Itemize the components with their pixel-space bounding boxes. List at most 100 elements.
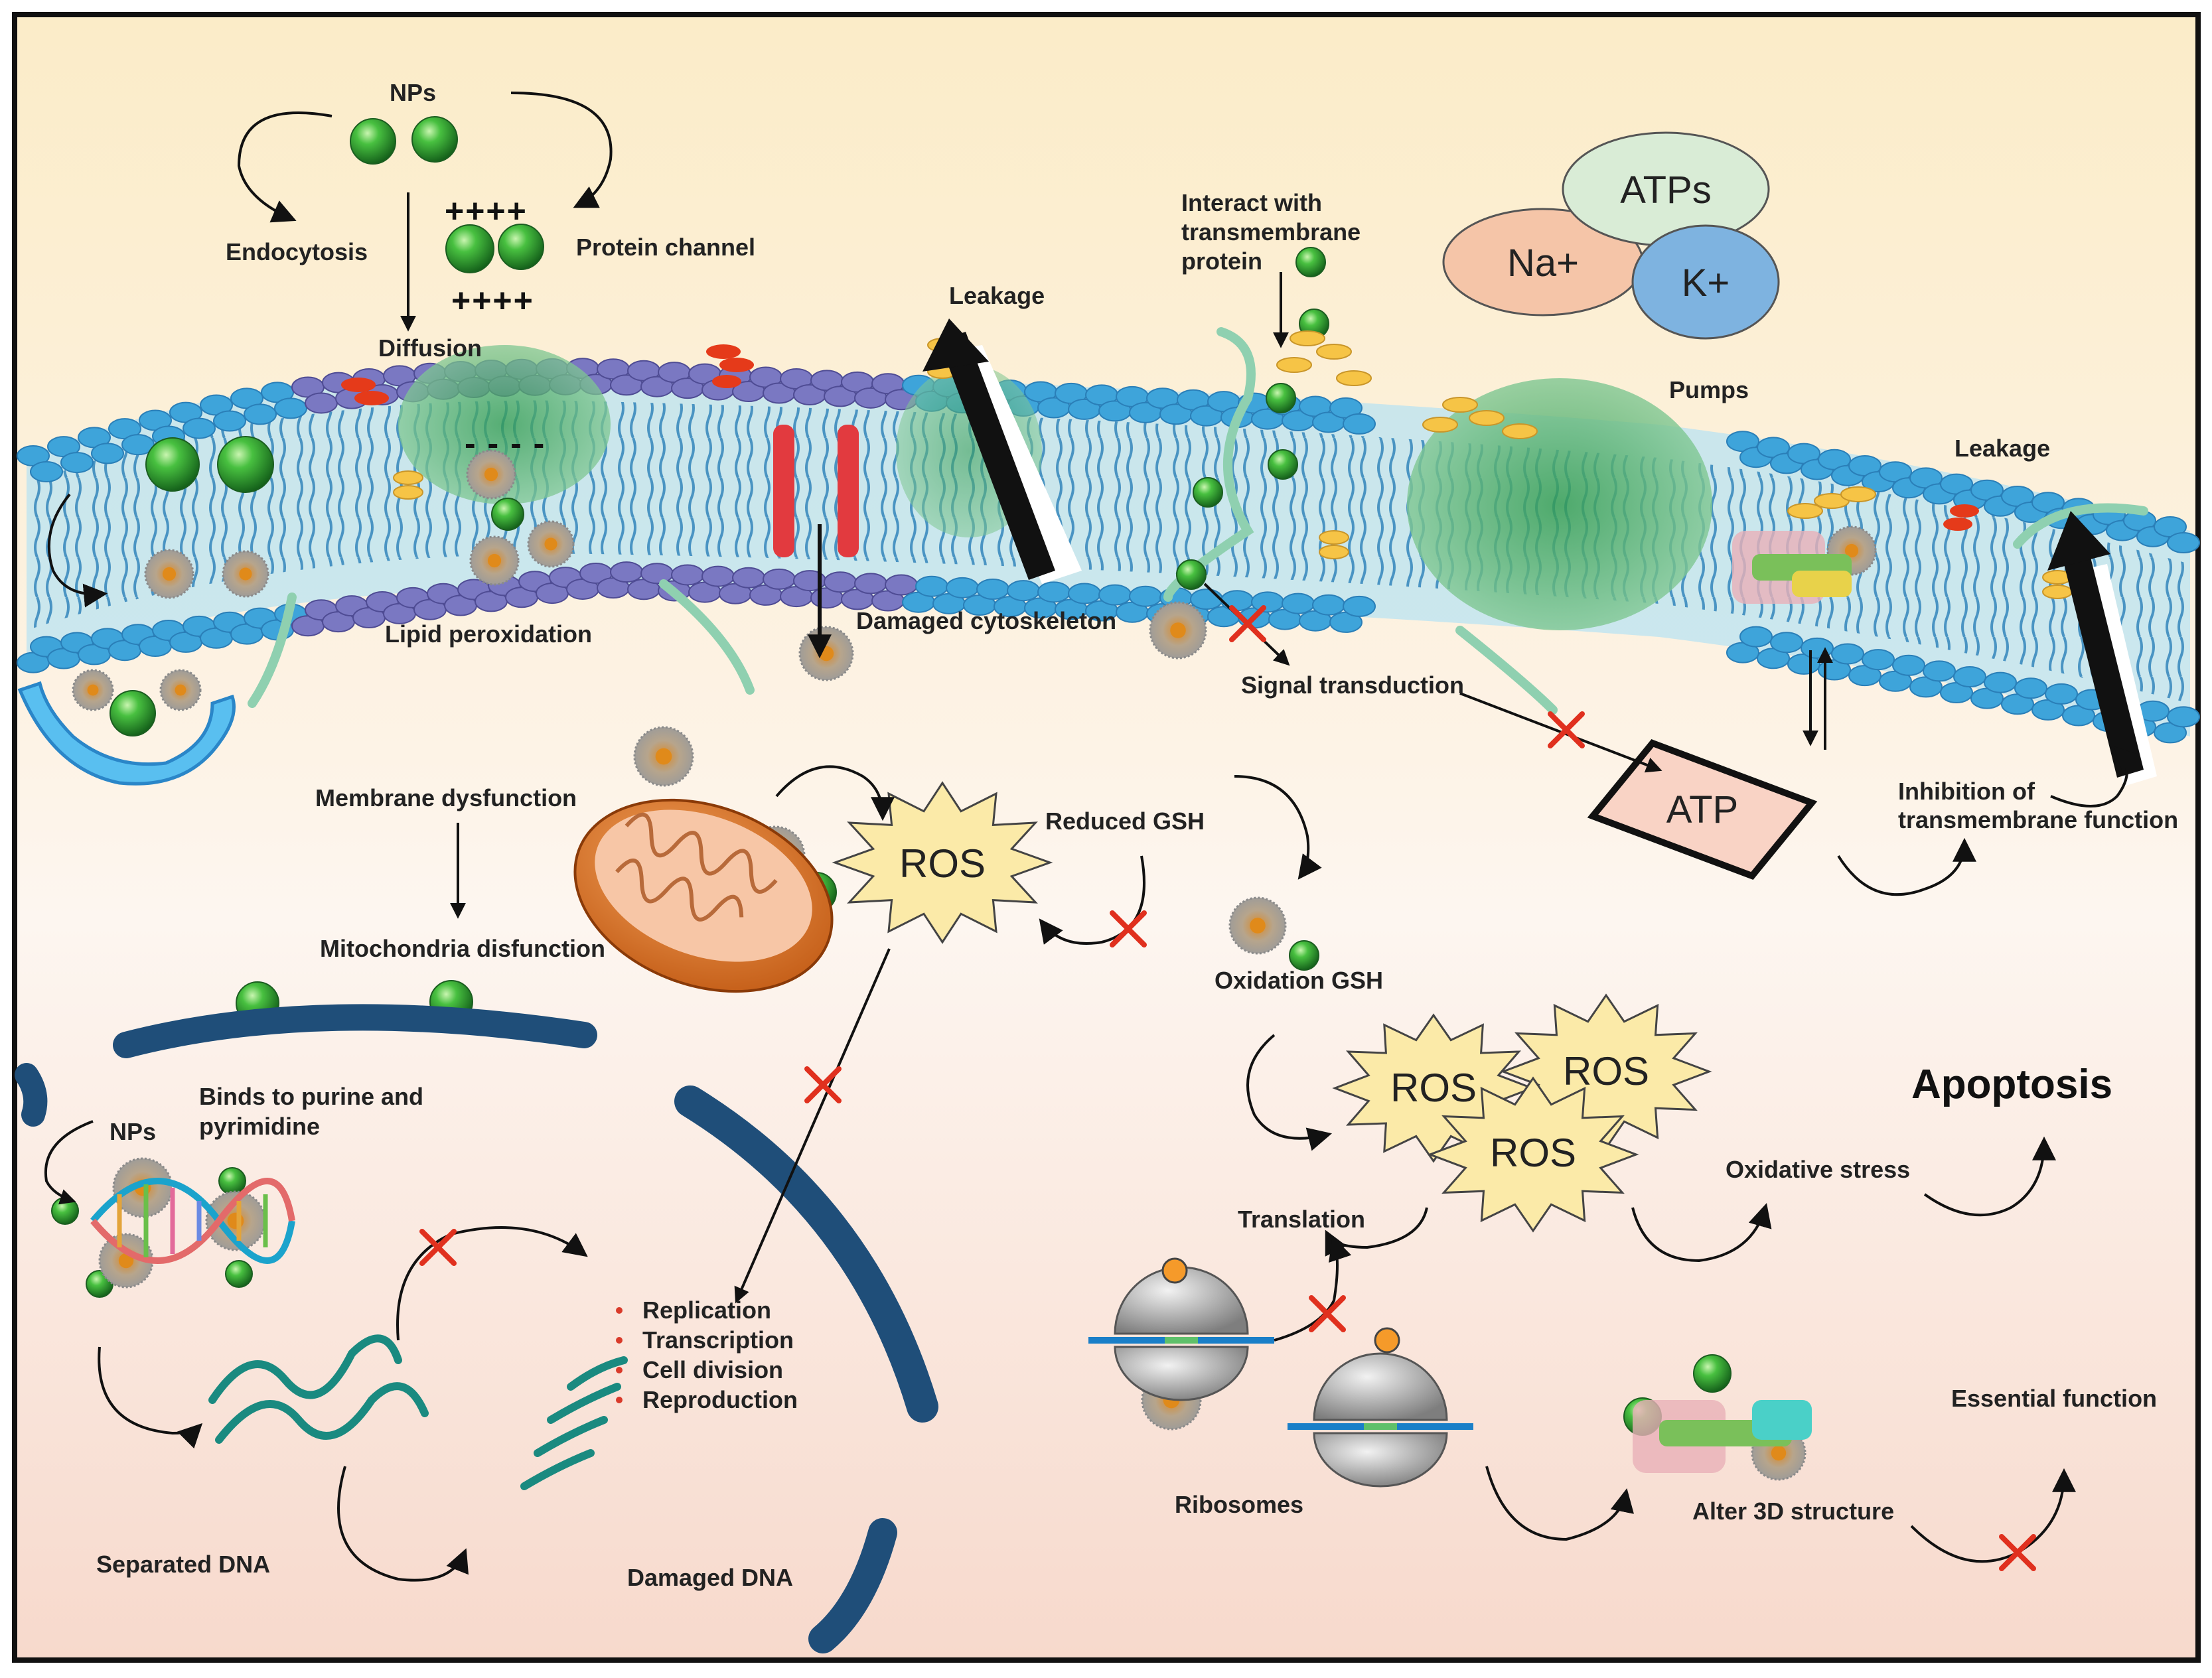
lipid-head <box>640 563 674 585</box>
membrane-dysfunction-label: Membrane dysfunction <box>315 784 577 811</box>
separated-to-damaged-arrow <box>337 1466 469 1582</box>
green-nanoparticle <box>217 436 274 493</box>
x-stroke <box>1110 910 1147 947</box>
lipid-head <box>763 568 796 590</box>
protein-channel-label: Protein channel <box>576 234 755 261</box>
lipid-head <box>885 574 918 596</box>
lipid-head <box>1831 643 1864 665</box>
charge-minus: - - - - <box>465 425 546 462</box>
ros-a-label: ROS <box>1390 1066 1477 1110</box>
lipid-head <box>1220 590 1254 612</box>
lipid-peroxidation-label: Lipid peroxidation <box>385 620 592 648</box>
lipid-head <box>671 564 704 586</box>
endocytosis-label: Endocytosis <box>226 238 368 265</box>
interact-label-line2: transmembrane <box>1181 218 1361 245</box>
green-nanoparticle <box>498 224 544 270</box>
replication-item: Replication <box>642 1296 771 1324</box>
core-shell-nanoparticle <box>798 626 854 681</box>
red-channel-bars <box>773 425 859 557</box>
endocytic-vesicle <box>17 681 236 786</box>
k-ion <box>1631 224 1780 340</box>
oxidative-stress-label: Oxidative stress <box>1726 1156 1910 1183</box>
ribosomes-label: Ribosomes <box>1175 1491 1303 1518</box>
green-nanoparticle <box>51 1197 79 1225</box>
ribosome-left <box>1088 1257 1274 1401</box>
core-shell-nanoparticle <box>466 449 516 500</box>
dna-helix <box>90 1178 295 1264</box>
vesicle-entry-arrow <box>47 493 108 608</box>
green-nanoparticle <box>491 498 524 531</box>
np-core <box>1844 543 1859 558</box>
x-stroke <box>1999 1534 2036 1571</box>
x-stroke <box>1309 1295 1346 1332</box>
core-shell-nanoparticle <box>527 520 575 568</box>
lipid-head <box>1343 413 1376 435</box>
atps-label: ATPs <box>1620 169 1712 212</box>
interact-label-line3: protein <box>1181 247 1262 275</box>
nanoparticles <box>51 116 1732 1436</box>
pumps-label: Pumps <box>1669 376 1749 403</box>
lipid-head <box>1068 583 1101 604</box>
lipid-head <box>1037 581 1070 603</box>
inhibition-marks <box>419 605 2036 1571</box>
lipid-head <box>244 403 277 425</box>
gsh-to-ros-arrow <box>1246 1034 1332 1151</box>
lipid-head <box>1098 584 1132 606</box>
lipid-head <box>976 579 1009 600</box>
lipid-head <box>1190 589 1223 610</box>
ros-starburst-c <box>1427 1076 1639 1233</box>
inhibition-x-mark <box>1548 711 1585 748</box>
red-lipid-clusters <box>341 344 1979 531</box>
binds-label-line1: Binds to purine and <box>199 1083 423 1110</box>
lipid-head <box>305 392 338 414</box>
green-nanoparticle <box>1176 559 1207 590</box>
lipid-head <box>1739 626 1773 648</box>
affected-process-list: Replication Transcription Cell division … <box>616 1296 798 1413</box>
endocytosis-arrow <box>237 111 332 223</box>
atp-label: ATP <box>1666 788 1739 831</box>
lipid-head <box>183 417 216 439</box>
lipid-head <box>1801 637 1834 659</box>
mitochondria-disfunction-label: Mitochondria disfunction <box>320 935 605 962</box>
lipid-head <box>732 567 765 589</box>
flow-arrows <box>44 92 2140 1582</box>
leakage-arrow-right <box>2047 511 2157 786</box>
ros-c-label: ROS <box>1490 1131 1576 1175</box>
damaged-cytoskeleton-label: Damaged cytoskeleton <box>856 607 1116 634</box>
lipid-head <box>1984 671 2017 693</box>
atp-to-inhibition-arrow <box>1837 837 1976 896</box>
charge-plus-top: ++++ <box>445 192 528 230</box>
charge-plus-bottom: ++++ <box>451 282 534 319</box>
inhibition-x-mark <box>1999 1534 2036 1571</box>
inhibition-label-line1: Inhibition of <box>1898 778 2035 805</box>
atp-diamond <box>1587 739 1818 880</box>
lipid-head <box>2167 532 2200 553</box>
reproduction-item: Reproduction <box>642 1386 798 1413</box>
ros-starburst-a <box>1332 1013 1535 1163</box>
frame-border <box>12 12 2201 1663</box>
lipid-head <box>1312 594 1345 616</box>
ribosome-to-alter-arrow <box>1485 1466 1634 1541</box>
lipid-head <box>1251 591 1284 613</box>
inhibition-to-leakage-arrow <box>2050 746 2140 807</box>
lipid-head <box>2014 677 2047 699</box>
leakage-right-label: Leakage <box>1954 435 2050 462</box>
channel-protein-blob <box>398 345 611 504</box>
x-stroke <box>804 1066 842 1103</box>
lipid-head <box>91 443 124 464</box>
x-stroke <box>419 1229 457 1266</box>
lipid-head <box>701 565 735 587</box>
green-nanoparticle <box>225 1260 253 1288</box>
np-core <box>175 684 186 696</box>
signal-transduction-label: Signal transduction <box>1241 671 1464 699</box>
lipid-head <box>1282 593 1315 614</box>
ion-pumps <box>1442 131 1780 340</box>
inhibition-x-mark <box>804 1066 842 1103</box>
altered-protein-structure <box>1633 1400 1812 1473</box>
np-core <box>484 467 498 482</box>
ribosome-right <box>1288 1327 1473 1488</box>
inhibition-x-mark <box>1309 1295 1346 1332</box>
dna-binding-arrow <box>44 1120 94 1205</box>
